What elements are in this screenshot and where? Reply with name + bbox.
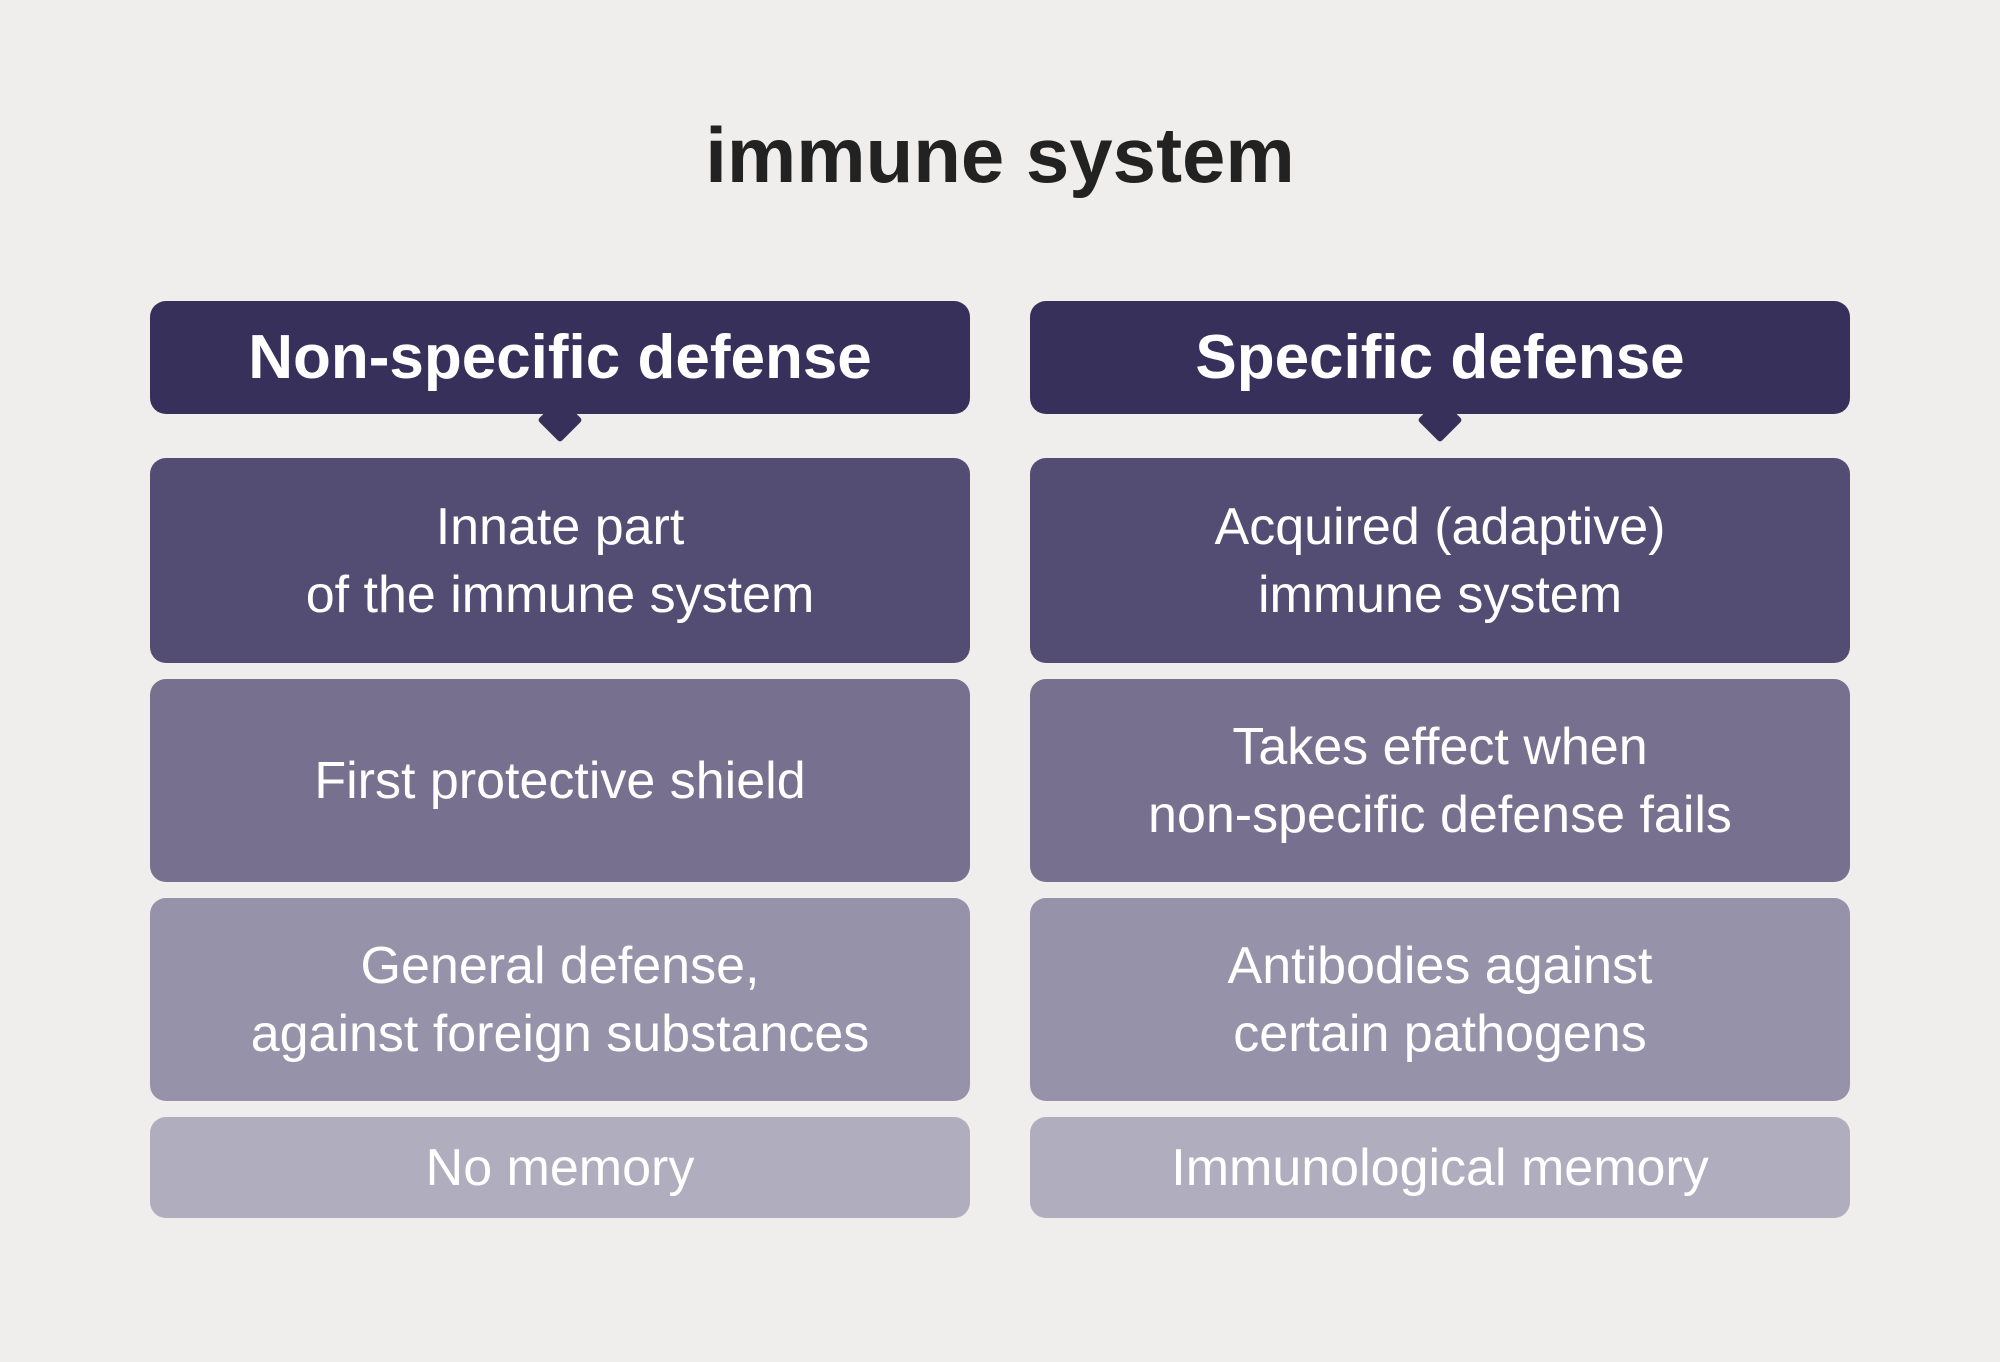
row-text: Acquired (adaptive) immune system bbox=[1214, 497, 1666, 624]
column-header-label: Specific defense bbox=[1195, 323, 1685, 392]
row-box: Acquired (adaptive) immune system bbox=[1030, 458, 1850, 663]
row-text: Innate part of the immune system bbox=[305, 497, 815, 624]
row-text: Antibodies against certain pathogens bbox=[1227, 936, 1653, 1063]
row-box: Takes effect when non-specific defense f… bbox=[1030, 679, 1850, 882]
column-header: Non-specific defense bbox=[150, 301, 970, 443]
row-box: Innate part of the immune system bbox=[150, 458, 970, 663]
row-text: First protective shield bbox=[314, 751, 806, 810]
column-header-label: Non-specific defense bbox=[248, 323, 872, 392]
row-box: No memory bbox=[150, 1117, 970, 1218]
row-text: Immunological memory bbox=[1171, 1138, 1709, 1197]
row-box: General defense, against foreign substan… bbox=[150, 898, 970, 1101]
row-text: General defense, against foreign substan… bbox=[250, 936, 870, 1063]
pointer-arrow-icon bbox=[537, 397, 583, 443]
column-header: Specific defense bbox=[1030, 301, 1850, 443]
diagram-title: immune system bbox=[705, 111, 1295, 199]
pointer-arrow-icon bbox=[1417, 397, 1463, 443]
row-text: Takes effect when non-specific defense f… bbox=[1148, 717, 1732, 844]
row-box: First protective shield bbox=[150, 679, 970, 882]
row-box: Antibodies against certain pathogens bbox=[1030, 898, 1850, 1101]
row-text: No memory bbox=[425, 1138, 695, 1197]
row-box: Immunological memory bbox=[1030, 1117, 1850, 1218]
